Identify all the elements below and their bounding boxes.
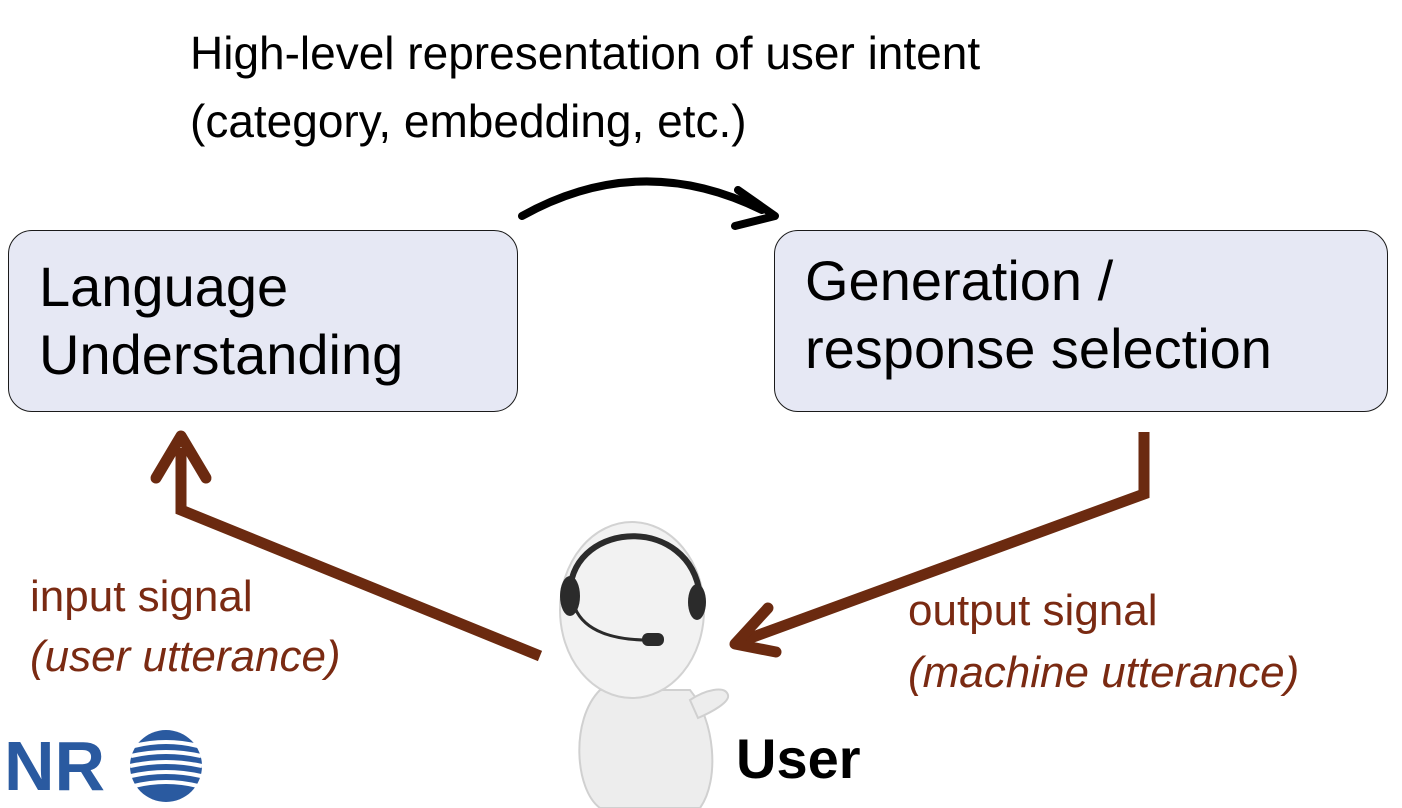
intent-title-line-2: (category, embedding, etc.) bbox=[190, 95, 747, 147]
language-understanding-line-1: Language bbox=[39, 255, 289, 318]
generation-line-2: response selection bbox=[805, 317, 1272, 380]
intent-arrowhead bbox=[731, 186, 779, 230]
output-signal-arrow bbox=[743, 432, 1150, 646]
user-figure-icon bbox=[559, 521, 730, 808]
language-understanding-box: Language Understanding bbox=[8, 230, 518, 412]
output-signal-arrowhead bbox=[729, 602, 782, 658]
user-label: User bbox=[736, 727, 861, 790]
nr-logo-icon bbox=[129, 730, 203, 802]
intent-arrow bbox=[518, 177, 766, 220]
input-signal-detail: (user utterance) bbox=[30, 632, 341, 681]
input-signal-label: input signal bbox=[30, 572, 253, 621]
intent-title-line-1: High-level representation of user intent bbox=[190, 27, 981, 79]
language-understanding-line-2: Understanding bbox=[39, 323, 404, 386]
nr-logo-text: NR bbox=[4, 727, 106, 805]
generation-box: Generation / response selection bbox=[774, 230, 1388, 412]
output-signal-detail: (machine utterance) bbox=[908, 648, 1300, 697]
input-signal-arrowhead bbox=[150, 430, 212, 484]
generation-line-1: Generation / bbox=[805, 249, 1114, 312]
input-signal-arrow bbox=[175, 448, 543, 662]
output-signal-label: output signal bbox=[908, 586, 1158, 635]
